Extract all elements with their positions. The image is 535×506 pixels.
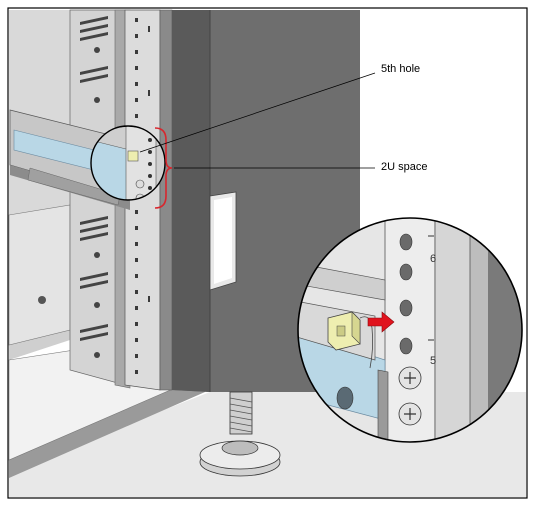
detail-screws	[398, 366, 422, 426]
leader-line-5th-hole	[139, 72, 376, 153]
red-brace-icon	[154, 127, 173, 209]
detail-number-lower: 5	[430, 355, 436, 367]
front-rail-holes	[135, 18, 150, 374]
device-panel	[8, 204, 71, 346]
rear-rail-slots	[80, 16, 108, 358]
detail-number-upper: 6	[430, 253, 436, 265]
cage-nut	[327, 311, 374, 369]
zoom-indicator-circle	[90, 125, 166, 201]
cage-nut-small	[127, 150, 139, 162]
panel-hole	[38, 296, 46, 304]
callout-5th-hole: 5th hole	[381, 63, 421, 75]
detail-rack-holes	[399, 233, 413, 355]
leveling-foot	[199, 391, 281, 477]
callout-2u-space: 2U space	[381, 161, 428, 173]
detail-magnified-view: 6 5	[297, 217, 523, 443]
cabinet-base	[9, 375, 205, 478]
red-arrow-right-icon	[367, 311, 395, 333]
